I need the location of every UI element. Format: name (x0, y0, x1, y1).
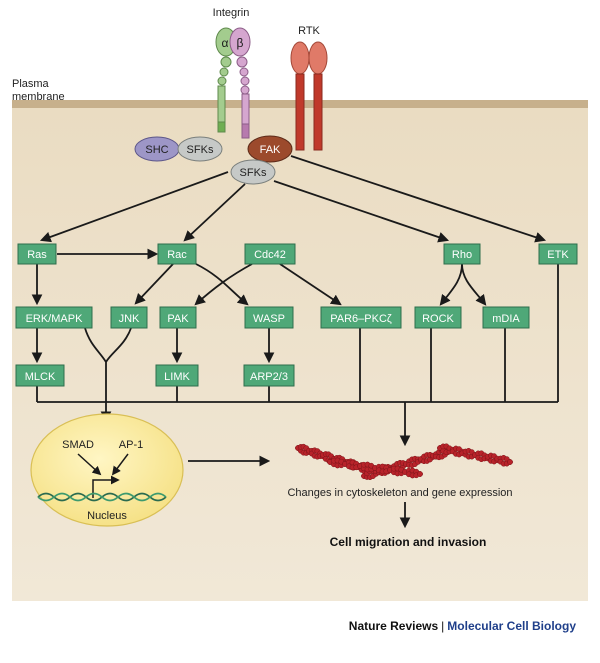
node-cdc42 (244, 243, 296, 265)
node-rock-label: ROCK (422, 313, 454, 325)
node-limk (155, 364, 199, 387)
fak-label: FAK (260, 144, 281, 156)
arrow-cdc42-to-par6 (279, 263, 342, 306)
node-etk-label: ETK (547, 249, 569, 261)
plasma-membrane-label-line1: Plasma (12, 78, 50, 90)
integrin-label: Integrin (213, 7, 250, 19)
node-rac (157, 243, 197, 265)
node-rock (414, 306, 462, 329)
sfks-center-label: SFKs (240, 167, 267, 179)
footer-journal: Nature Reviews (348, 619, 439, 633)
integrin-beta-subunit (229, 27, 251, 139)
node-par6-pkc (320, 306, 402, 329)
arrow-fak-to-etk (290, 155, 547, 243)
smad-label: SMAD (62, 439, 94, 451)
plasma-membrane-label-line2: membrane (12, 91, 65, 103)
node-pak-label: PAK (167, 313, 189, 325)
node-arp23-label: ARP2/3 (250, 371, 288, 383)
arrow-ap1-to-dna (111, 453, 129, 476)
node-ras-label: Ras (27, 249, 47, 261)
footer-separator: | (441, 619, 445, 633)
rtk-receptor (290, 41, 328, 151)
node-ras (17, 243, 57, 265)
node-cdc42-label: Cdc42 (254, 249, 286, 261)
node-rac-label: Rac (167, 249, 187, 261)
node-par6-pkc-label: PAR6–PKCζ (330, 313, 392, 325)
rtk-label: RTK (298, 25, 320, 37)
node-jnk-label: JNK (119, 313, 140, 325)
outcome-label: Cell migration and invasion (330, 535, 487, 549)
node-wasp-label: WASP (253, 313, 285, 325)
fak-molecule (247, 135, 293, 163)
node-limk-label: LIMK (164, 371, 190, 383)
node-rho-label: Rho (452, 249, 472, 261)
shc-label: SHC (145, 144, 168, 156)
cytoplasm-region (12, 106, 588, 601)
dna-helix (37, 492, 167, 502)
changes-label: Changes in cytoskeleton and gene express… (287, 487, 512, 499)
footer-credit: Nature Reviews|Molecular Cell Biology (0, 619, 576, 633)
node-rho (443, 243, 481, 265)
node-pak (159, 306, 197, 329)
sfks-left-label: SFKs (187, 144, 214, 156)
arrow-smad-to-dna (77, 453, 102, 476)
integrin-beta-label: β (237, 36, 244, 50)
arrow-rac-to-wasp (195, 263, 249, 306)
node-wasp (244, 306, 294, 329)
node-jnk (110, 306, 148, 329)
sfks-left-molecule (177, 136, 223, 162)
transcription-start-arrow (92, 475, 120, 498)
arrow-hub-to-rac (183, 183, 246, 242)
arrow-erk-jnk-to-nucleus (84, 327, 132, 420)
actin-filament (295, 443, 513, 481)
node-etk (538, 243, 578, 265)
node-mlck (15, 364, 65, 387)
arrow-rac-to-jnk (134, 263, 174, 305)
node-mdia (482, 306, 530, 329)
node-mlck-label: MLCK (25, 371, 56, 383)
arrow-hub-to-ras (39, 171, 229, 243)
ap1-label: AP-1 (119, 439, 143, 451)
node-erk-mapk-label: ERK/MAPK (26, 313, 84, 325)
node-erk-mapk (15, 306, 93, 329)
footer-section: Molecular Cell Biology (447, 619, 576, 633)
integrin-alpha-label: α (222, 36, 229, 50)
arrow-rho-to-mdia (461, 263, 487, 306)
arrow-hub-to-rho (273, 180, 450, 243)
sfks-center-molecule (230, 159, 276, 185)
node-mdia-label: mDIA (492, 313, 520, 325)
node-arp23 (243, 364, 295, 387)
arrow-cdc42-to-pak (194, 263, 253, 306)
nucleus-label: Nucleus (87, 510, 127, 522)
